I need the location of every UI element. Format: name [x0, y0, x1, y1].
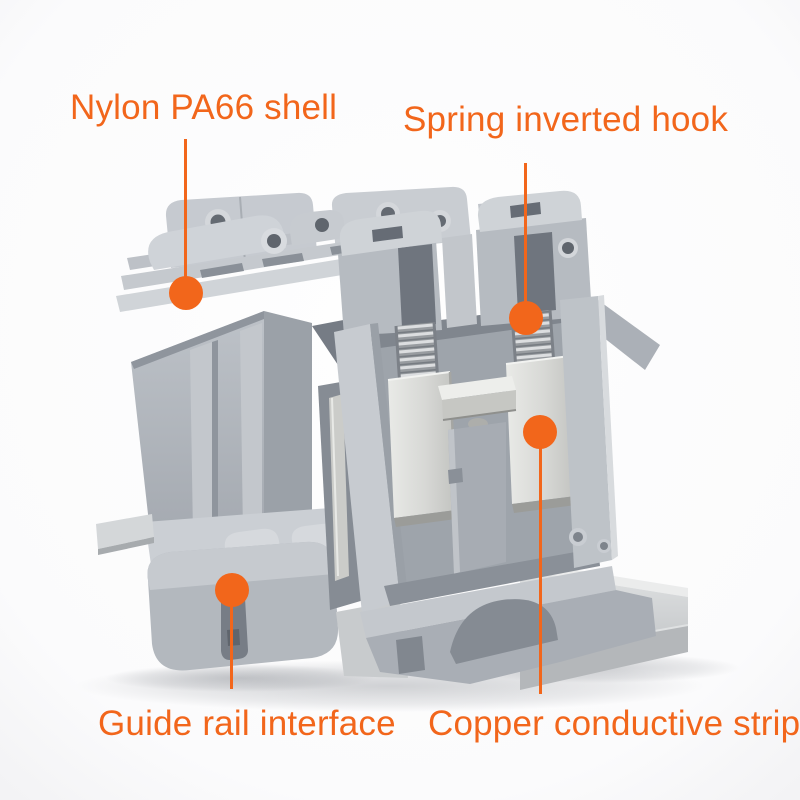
leader-line-copper-strip	[539, 434, 542, 694]
mounting-foot-right	[360, 566, 656, 684]
marker-dot-copper-strip	[523, 415, 557, 449]
label-spring-inverted-hook: Spring inverted hook	[403, 100, 729, 139]
label-nylon-pa66-shell: Nylon PA66 shell	[70, 88, 338, 127]
marker-dot-spring-hook	[509, 301, 543, 335]
marker-dot-nylon-shell	[169, 276, 203, 310]
wire-clamp-housing	[148, 215, 286, 270]
leader-line-spring-hook	[524, 163, 527, 318]
leader-line-nylon-shell	[184, 139, 187, 293]
terminal-block-cutaway	[334, 190, 660, 684]
mounting-foot-left	[147, 541, 339, 671]
label-guide-rail-interface: Guide rail interface	[98, 704, 396, 743]
marker-dot-guide-rail	[215, 573, 249, 607]
leader-line-guide-rail	[230, 592, 233, 689]
copper-strip	[438, 376, 517, 430]
label-copper-conductive-strip: Copper conductive strip	[428, 704, 800, 743]
guide-rail-slot	[221, 598, 248, 660]
